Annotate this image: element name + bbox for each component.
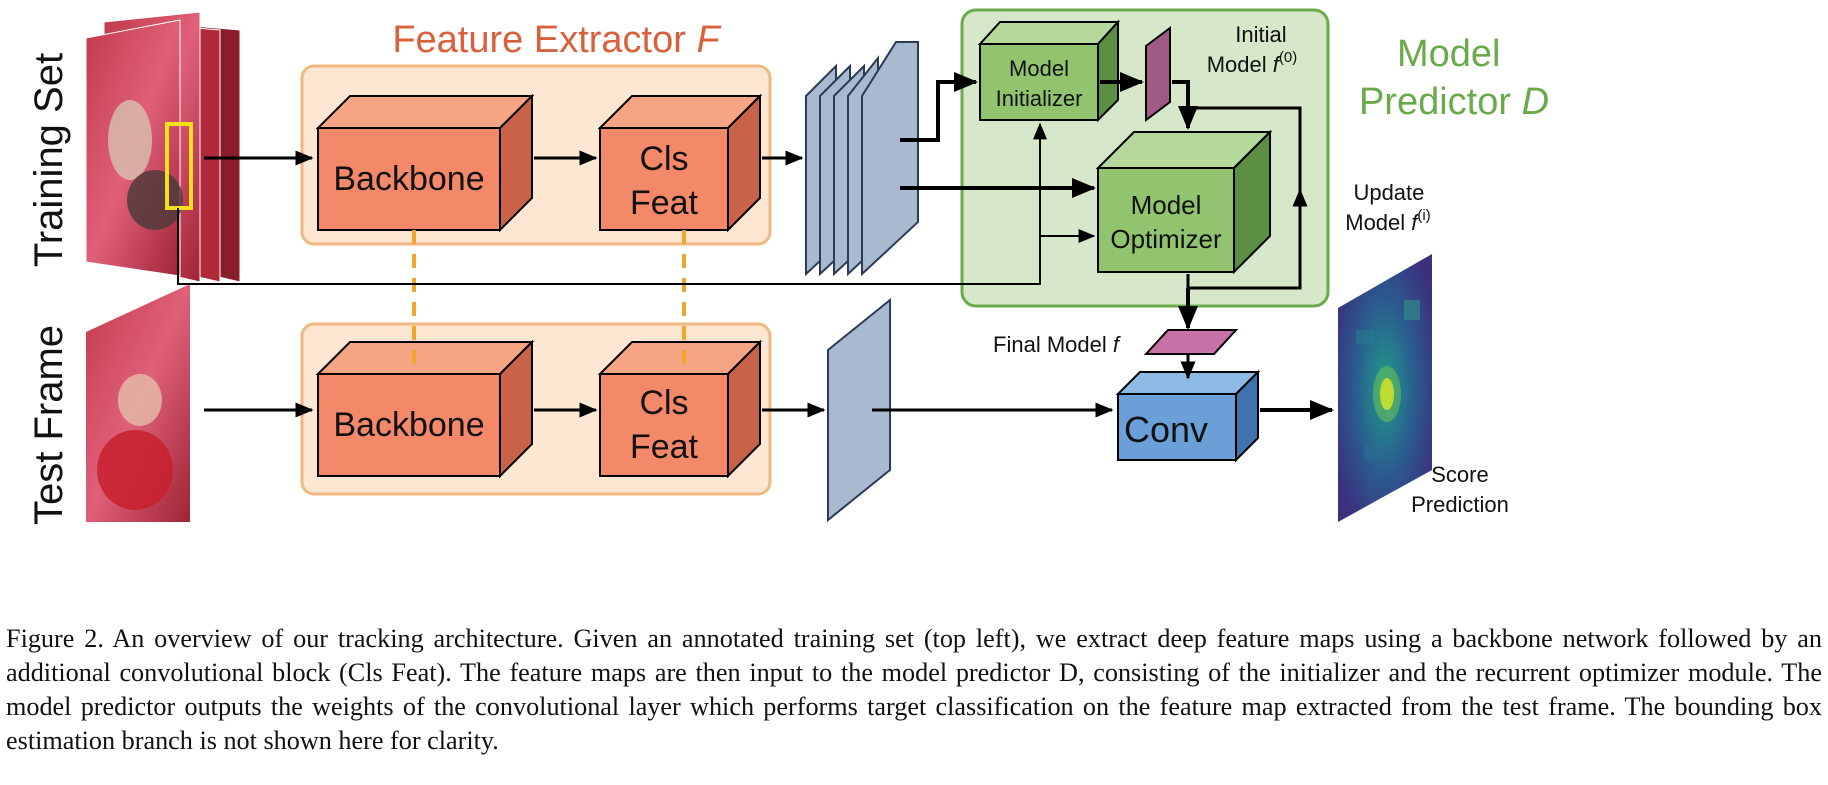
test-frame-label: Test Frame xyxy=(27,325,71,525)
figure-caption: Figure 2. An overview of our tracking ar… xyxy=(6,624,1822,755)
backbone-label-top: Backbone xyxy=(333,160,484,198)
arrow-features-to-initializer xyxy=(900,72,978,142)
model-predictor-title: Model Predictor D xyxy=(1359,33,1549,123)
final-model-weights xyxy=(1143,329,1239,355)
conv-label: Conv xyxy=(1124,409,1208,450)
feature-extractor-title: Feature Extractor F xyxy=(392,19,721,61)
score-prediction-map xyxy=(1338,254,1432,522)
test-feature-map xyxy=(827,297,891,523)
training-feature-maps xyxy=(805,41,919,277)
arrow-optimizer-feedback-loop xyxy=(1186,106,1302,290)
backbone-block-top[interactable]: Backbone xyxy=(315,93,535,233)
initial-model-weights xyxy=(1145,26,1171,122)
arrow-annotation-to-initializer xyxy=(177,122,1047,285)
training-set-images xyxy=(85,11,241,283)
backbone-block-bottom[interactable]: Backbone xyxy=(315,339,535,479)
final-model-label: Final Model f xyxy=(993,332,1122,357)
arrow-initial-model-to-optimizer xyxy=(1172,80,1198,130)
conv-block[interactable]: Conv xyxy=(1115,369,1261,463)
test-frame-image xyxy=(86,284,190,522)
initial-model-label: Initial Model f(0) xyxy=(1207,22,1298,77)
architecture-diagram: Training Set Test Frame Feature Extracto… xyxy=(27,8,1549,525)
backbone-label-bottom: Backbone xyxy=(333,406,484,444)
training-set-label: Training Set xyxy=(27,53,71,267)
update-model-label: Update Model f(i) xyxy=(1345,180,1431,235)
